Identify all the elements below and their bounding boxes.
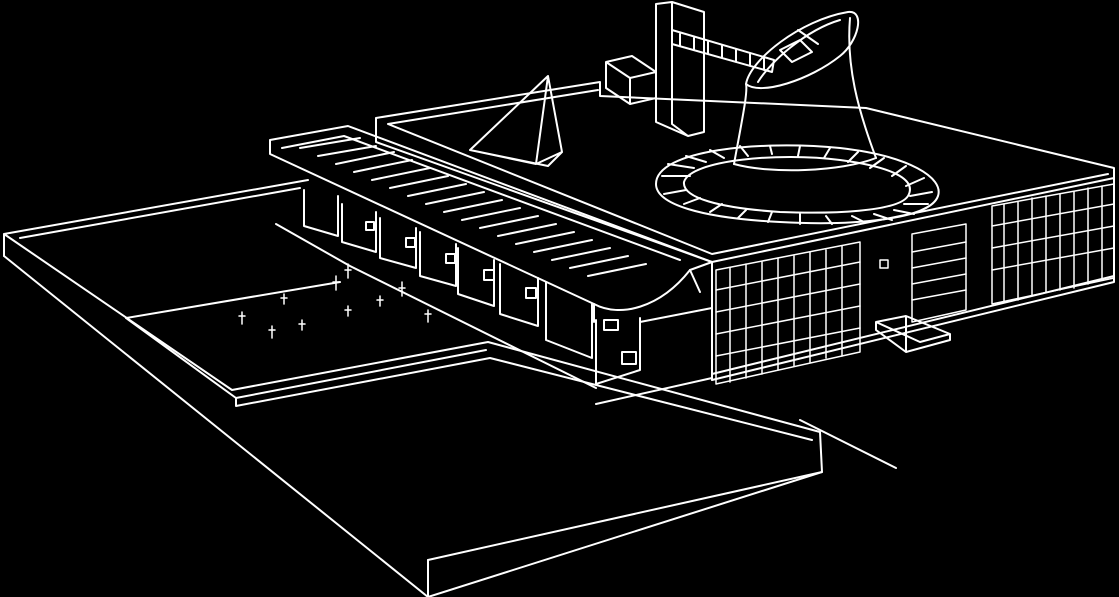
portico-columns bbox=[275, 189, 713, 405]
human-figures bbox=[238, 263, 432, 339]
window-grid-left-mullions bbox=[729, 245, 843, 383]
roof-parapet-inner bbox=[387, 89, 1109, 255]
tower-antenna bbox=[779, 29, 819, 63]
portico-column bbox=[457, 247, 495, 307]
plaza-ground-line bbox=[799, 419, 897, 469]
human-figure bbox=[344, 263, 352, 279]
tower-slab bbox=[655, 1, 775, 137]
portico-column bbox=[545, 281, 593, 359]
tower-top-inner bbox=[757, 19, 841, 83]
portico-column bbox=[499, 263, 539, 327]
portico-column bbox=[303, 189, 339, 237]
plaza-top-outline bbox=[3, 179, 823, 561]
human-figure bbox=[280, 293, 288, 305]
human-figure bbox=[268, 325, 276, 339]
plaza-mid-line bbox=[125, 317, 487, 399]
window-grid-mid-frame bbox=[911, 223, 967, 323]
human-figure bbox=[398, 281, 406, 297]
column-opening bbox=[483, 269, 495, 281]
column-opening bbox=[603, 319, 619, 331]
canopy-front-lip bbox=[593, 269, 701, 323]
window-grid-right-frame bbox=[991, 183, 1115, 305]
human-figure bbox=[238, 311, 246, 325]
ring-outer bbox=[655, 144, 940, 225]
plaza-step-line bbox=[125, 281, 341, 319]
hyperboloid-tower bbox=[655, 10, 940, 225]
portico-column bbox=[379, 217, 417, 269]
portico-canopy bbox=[269, 125, 713, 323]
human-figure bbox=[298, 319, 306, 331]
pyramid-roof-element bbox=[469, 75, 563, 167]
portico-side-wall bbox=[639, 307, 713, 381]
small-window bbox=[879, 259, 889, 269]
portico-column bbox=[419, 231, 457, 287]
roof-outline bbox=[375, 81, 1115, 263]
window-grid-mid-transoms bbox=[911, 241, 967, 301]
portico-floor-slab bbox=[275, 223, 713, 405]
column-opening bbox=[365, 221, 375, 231]
plaza-front-face bbox=[3, 255, 823, 597]
column-opening bbox=[445, 253, 456, 264]
facade-windows bbox=[715, 183, 1115, 385]
human-figure bbox=[344, 305, 352, 317]
column-opening bbox=[621, 351, 637, 365]
portico-column bbox=[341, 203, 377, 253]
plaza-inner-edge bbox=[19, 187, 301, 239]
column-opening bbox=[525, 287, 537, 299]
window-grid-right-transoms bbox=[991, 203, 1115, 271]
entrance-ramp bbox=[875, 315, 951, 353]
tower-base bbox=[733, 157, 877, 172]
human-figure bbox=[332, 275, 340, 291]
canopy-stripes bbox=[299, 137, 647, 277]
window-grid-left-frame bbox=[715, 241, 861, 385]
canopy-curved-gutter bbox=[593, 269, 691, 312]
tower-top-ellipse bbox=[745, 10, 859, 89]
window-grid-left-transoms bbox=[715, 261, 861, 357]
human-figure bbox=[424, 309, 432, 323]
portico-column bbox=[595, 317, 641, 385]
tower-body bbox=[733, 17, 877, 165]
ring-ribs bbox=[661, 145, 933, 225]
forecourt-plaza bbox=[3, 179, 897, 597]
window-grid-right-mullions bbox=[1003, 185, 1103, 303]
human-figure bbox=[376, 295, 384, 307]
tower-bridge bbox=[671, 29, 775, 73]
ring-inner bbox=[682, 156, 911, 214]
canopy-top bbox=[269, 125, 713, 305]
column-opening bbox=[405, 237, 416, 248]
canopy-inner-edge bbox=[281, 135, 681, 261]
plaza-slab-edge bbox=[235, 357, 813, 441]
